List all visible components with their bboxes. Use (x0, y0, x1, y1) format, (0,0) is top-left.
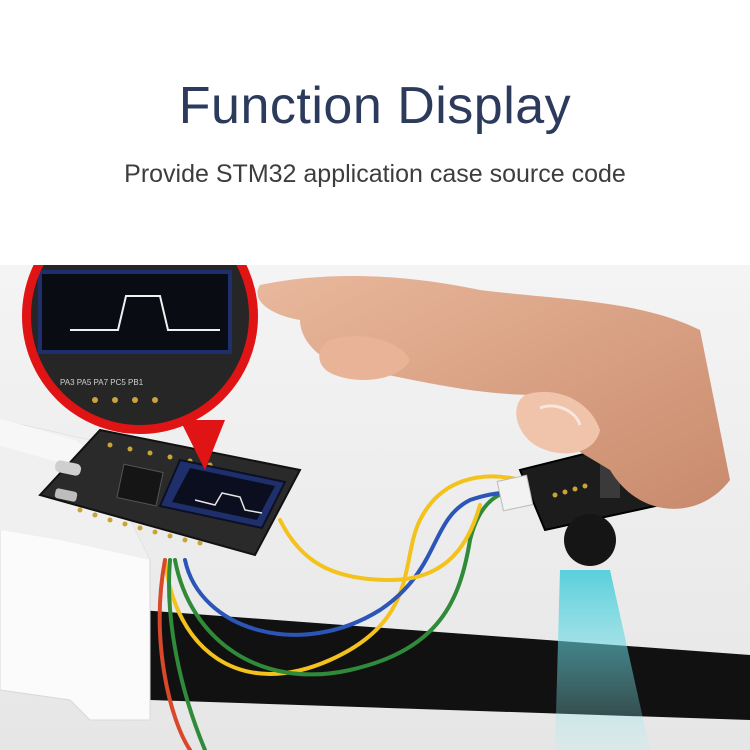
page-subtitle: Provide STM32 application case source co… (124, 160, 626, 188)
product-photo-svg: A12 PA10 PA8 PC6 PC8 PB14 GND PA3 PA5 PA… (0, 265, 750, 750)
sensor-beam (555, 570, 650, 750)
wire-red (157, 558, 192, 750)
usb-cable (0, 419, 83, 465)
jumper-wires (157, 474, 532, 750)
svg-text:PA3 PA5 PA7 PC5 PB1: PA3 PA5 PA7 PC5 PB1 (60, 378, 144, 387)
wire-yellow-2 (278, 503, 482, 583)
wire-blue (183, 490, 532, 637)
header-banner: Function Display Provide STM32 applicati… (0, 0, 750, 270)
wire-yellow (163, 474, 522, 676)
stm32-board (38, 428, 302, 557)
hand (257, 275, 730, 509)
page-title: Function Display (178, 77, 572, 135)
magnifier-callout-icon: A12 PA10 PA8 PC6 PC8 PB14 GND PA3 PA5 PA… (22, 265, 258, 470)
wire-green-2 (167, 558, 207, 750)
product-photo: A12 PA10 PA8 PC6 PC8 PB14 GND PA3 PA5 PA… (0, 265, 750, 750)
usb-c-port-icon (54, 460, 82, 476)
wire-green (173, 486, 527, 677)
